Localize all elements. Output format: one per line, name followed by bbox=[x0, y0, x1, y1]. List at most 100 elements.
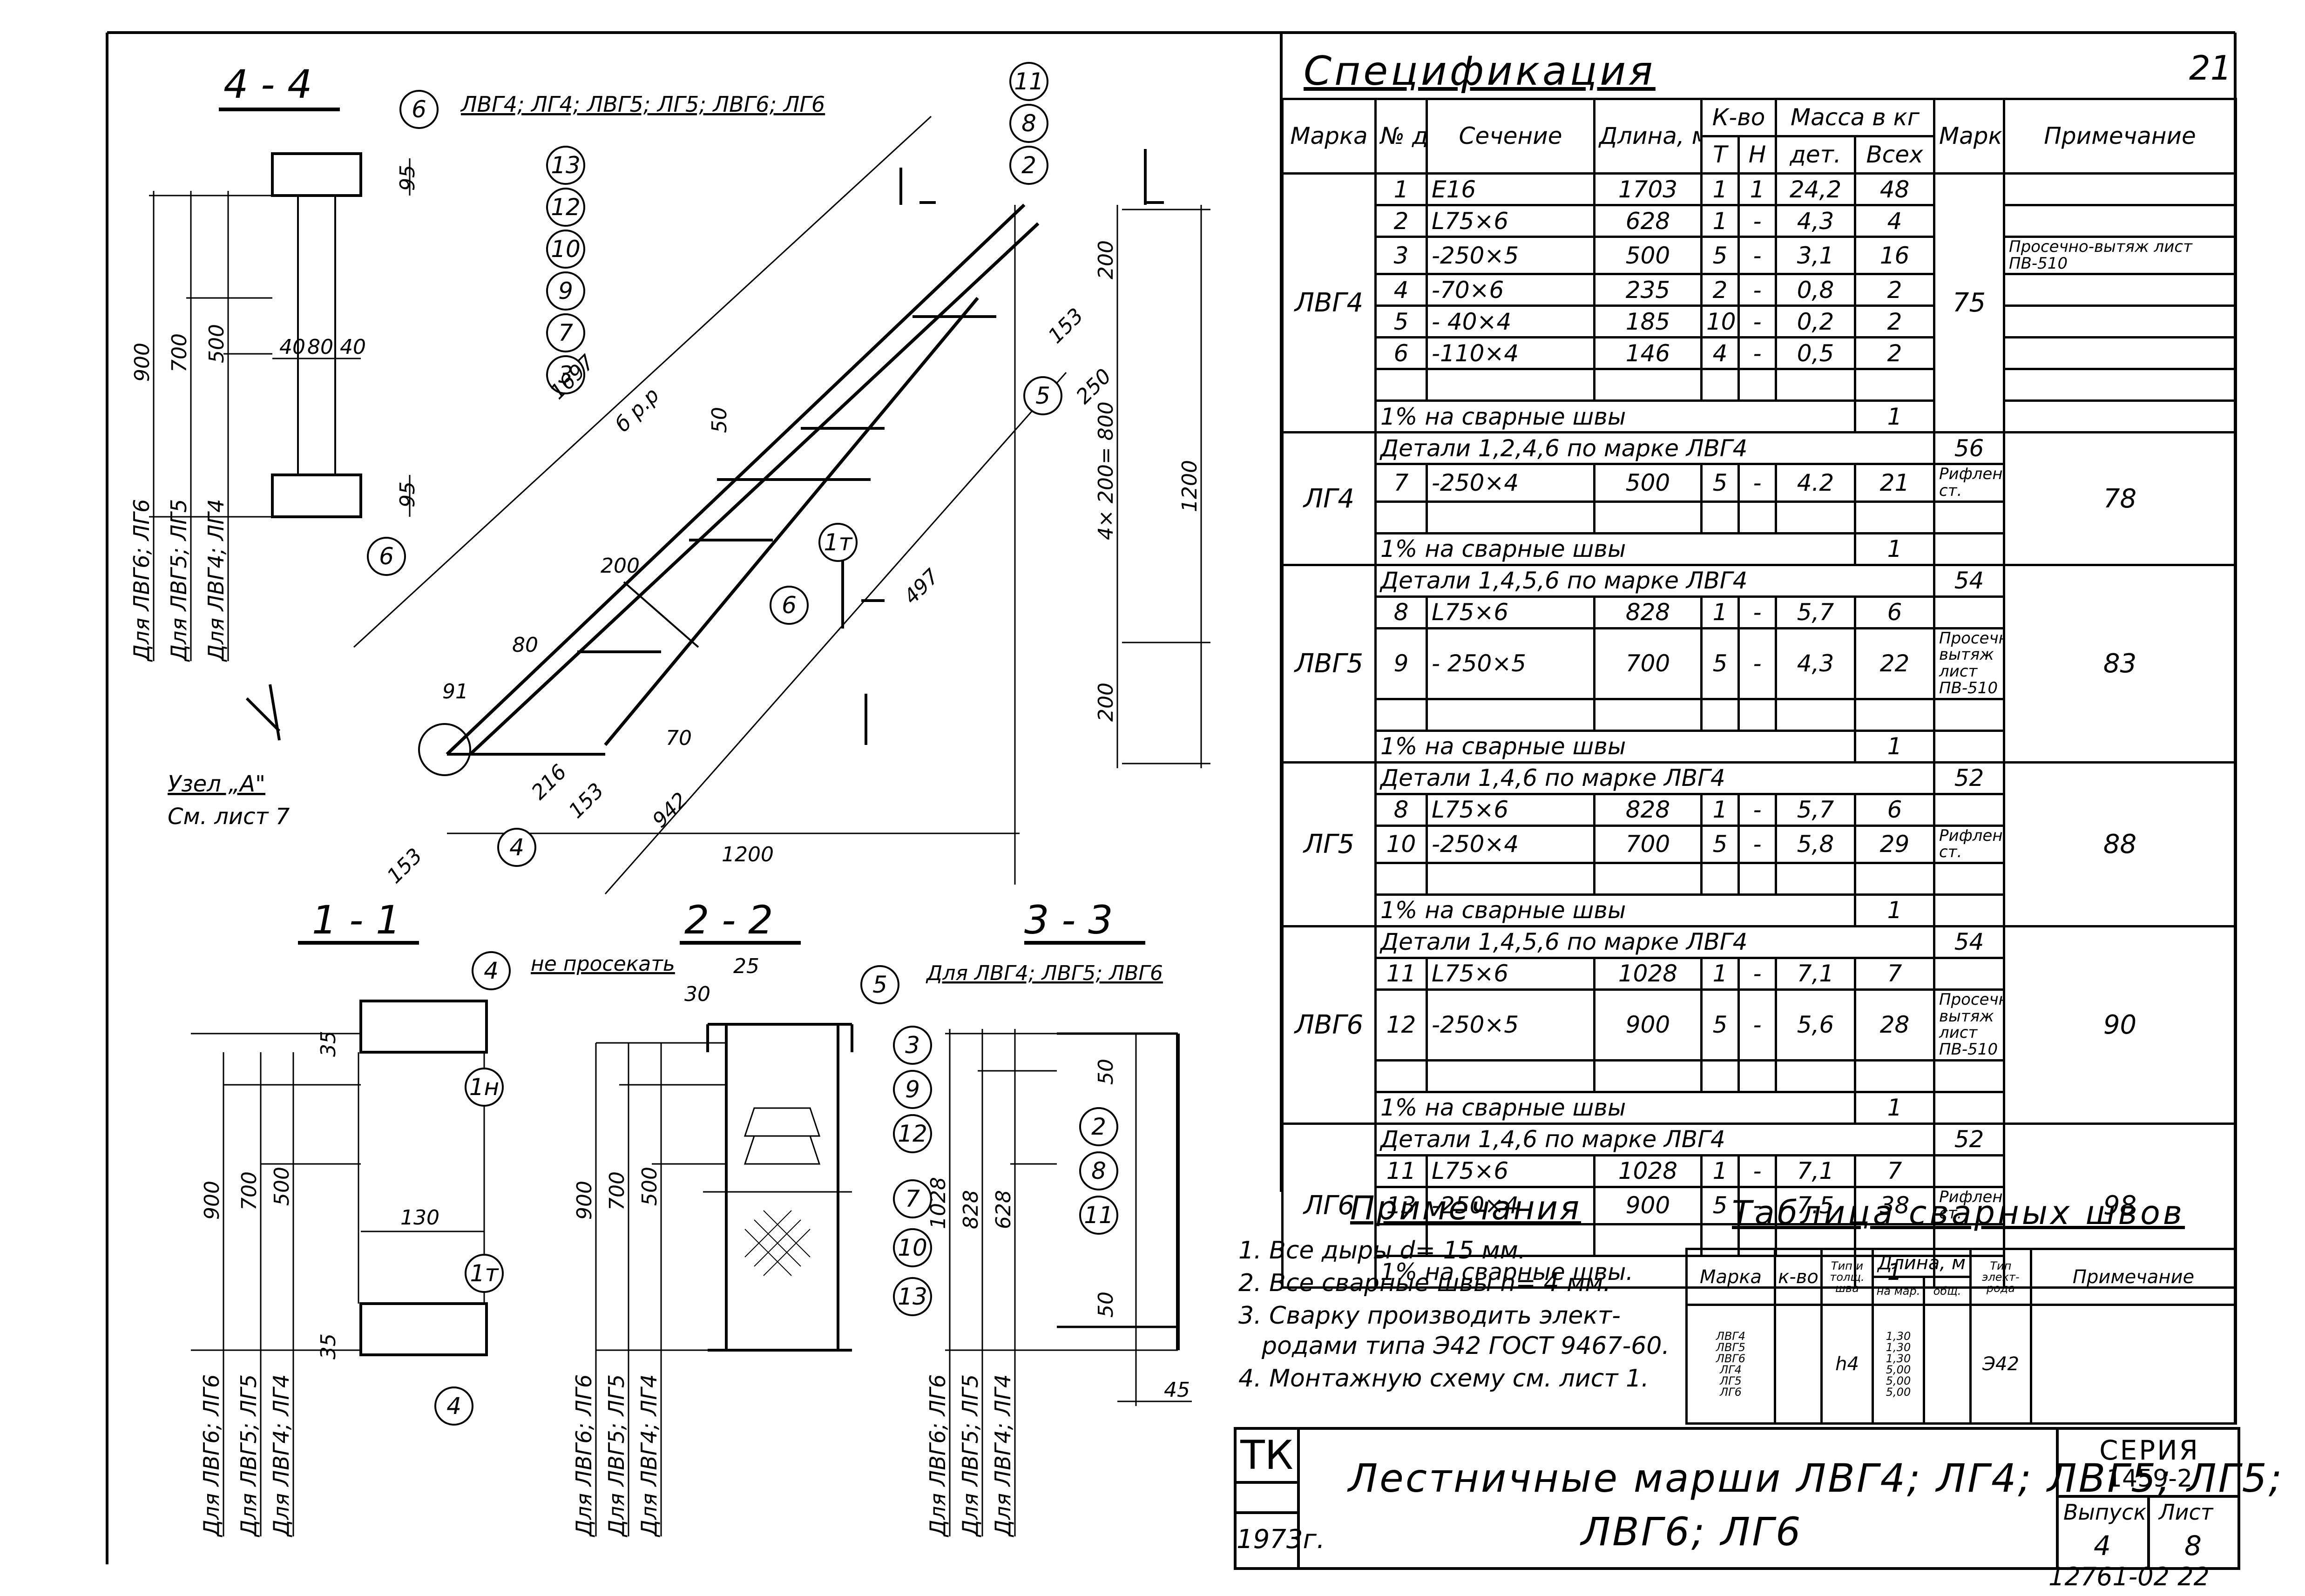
spec-section: L75×6 bbox=[1426, 204, 1595, 238]
spec-mark-total: 90 bbox=[2003, 925, 2237, 1125]
spec-empty bbox=[1737, 697, 1778, 732]
spec-note bbox=[2003, 172, 2237, 206]
dim-500-11: 500 bbox=[270, 1167, 294, 1206]
spec-mark: ЛВГ4 bbox=[1281, 172, 1377, 434]
for-lvg4-33: Для ЛВГ4; ЛГ4 bbox=[990, 1374, 1015, 1537]
spec-note bbox=[1933, 697, 2006, 732]
spec-length: 235 bbox=[1593, 273, 1703, 307]
org-code: ТК bbox=[1237, 1430, 1300, 1484]
title-block: ТК 1973г. Лестничные марши ЛВГ4; ЛГ4; ЛВ… bbox=[1234, 1427, 2282, 1570]
spec-mass-all: 38 bbox=[1854, 1185, 1936, 1226]
spec-detail-ref: Детали 1,4,5,6 по марке ЛВГ4 bbox=[1374, 925, 1936, 959]
spec-note bbox=[1933, 595, 2006, 629]
spec-note: Просечно-вытяж лист ПВ-510 bbox=[1933, 627, 2006, 700]
spec-note bbox=[1933, 861, 2006, 896]
hdr-qty: К-во bbox=[1700, 98, 1778, 137]
callout-1n: 1н bbox=[469, 1074, 500, 1101]
spec-qty-n: - bbox=[1737, 956, 1778, 991]
spec-no: 11 bbox=[1374, 1154, 1428, 1188]
dim-500-44: 500 bbox=[205, 324, 229, 363]
callout-2: 2 bbox=[1021, 152, 1036, 179]
spec-note bbox=[2003, 399, 2237, 434]
spec-note: Рифлен. ст. bbox=[1933, 1185, 2006, 1226]
spec-mass-det: 0,5 bbox=[1775, 336, 1857, 371]
weld-note bbox=[2030, 1304, 2237, 1425]
spec-row bbox=[1283, 368, 2237, 402]
spec-detail-mass: 56 bbox=[1933, 431, 2006, 466]
dim-700-22: 700 bbox=[605, 1171, 629, 1211]
spec-detail-mass: 54 bbox=[1933, 563, 2006, 598]
issue-label: Выпуск bbox=[2063, 1500, 2147, 1525]
dim-bpp: б р.р bbox=[611, 383, 664, 437]
spec-mass-det: 7,1 bbox=[1775, 956, 1857, 991]
spec-section: -110×4 bbox=[1426, 336, 1595, 371]
dim-628: 628 bbox=[992, 1190, 1015, 1229]
callout-13b: 13 bbox=[898, 1283, 927, 1310]
spec-mark-total: 75 bbox=[1933, 172, 2006, 434]
weld-hdr-type: Тип и толщ. шва bbox=[1820, 1248, 1874, 1306]
spec-no: 6 bbox=[1374, 336, 1428, 371]
callout-8: 8 bbox=[1021, 110, 1036, 137]
dim-900-44: 900 bbox=[130, 343, 154, 382]
callout-8b: 8 bbox=[1091, 1157, 1106, 1184]
spec-qty-t: 5 bbox=[1700, 824, 1740, 864]
for-lvg4-44: Для ЛВГ4; ЛГ4 bbox=[203, 499, 229, 662]
callout-4: 4 bbox=[509, 834, 524, 861]
dim-130: 130 bbox=[400, 1206, 439, 1230]
spec-empty bbox=[1700, 1059, 1740, 1093]
spec-note bbox=[1933, 532, 2006, 566]
dim-45: 45 bbox=[1164, 1378, 1190, 1402]
spec-empty bbox=[1854, 1059, 1936, 1093]
spec-length: 628 bbox=[1593, 204, 1703, 238]
spec-empty bbox=[1700, 500, 1740, 534]
callout-10: 10 bbox=[551, 236, 581, 263]
spec-no: 2 bbox=[1374, 204, 1428, 238]
spec-qty-t: 5 bbox=[1700, 463, 1740, 503]
spec-section: -250×4 bbox=[1426, 463, 1595, 503]
dim-80: 80 bbox=[307, 335, 333, 359]
spec-qty-t: 1 bbox=[1700, 204, 1740, 238]
spec-empty bbox=[1374, 500, 1428, 534]
spec-weld-mass: 1 bbox=[1854, 532, 1936, 566]
spec-mark-total: 83 bbox=[2003, 563, 2237, 764]
callout-1t: 1т bbox=[824, 529, 853, 556]
spec-empty bbox=[1775, 1059, 1857, 1093]
spec-mass-det: 4,3 bbox=[1775, 627, 1857, 700]
weld-type: h4 bbox=[1820, 1304, 1874, 1425]
note-item: 3. Сварку производить элект- bbox=[1238, 1302, 1621, 1330]
spec-length: 500 bbox=[1593, 235, 1703, 276]
spec-qty-n: - bbox=[1737, 1154, 1778, 1188]
year: 1973г. bbox=[1237, 1511, 1325, 1570]
spec-detail-ref: Детали 1,4,6 по марке ЛВГ4 bbox=[1374, 1122, 1936, 1156]
spec-empty bbox=[1737, 861, 1778, 896]
spec-mass-all: 7 bbox=[1854, 1154, 1936, 1188]
spec-empty bbox=[1374, 697, 1428, 732]
weld-table-title: Таблица сварных швов bbox=[1732, 1194, 2185, 1232]
spec-mass-all: 6 bbox=[1854, 792, 1936, 827]
series-number: 1459-2 bbox=[2106, 1465, 2193, 1493]
spec-qty-t: 5 bbox=[1700, 1185, 1740, 1226]
section-4-4-title: 4 - 4 bbox=[223, 61, 312, 107]
spec-qty-n: - bbox=[1737, 595, 1778, 629]
spec-mark-total: 88 bbox=[2003, 761, 2237, 927]
spec-mass-all: 2 bbox=[1854, 304, 1936, 339]
spec-qty-n: - bbox=[1737, 1185, 1778, 1226]
spec-no: 3 bbox=[1374, 235, 1428, 276]
spec-qty-t: 2 bbox=[1700, 273, 1740, 307]
spec-no: 9 bbox=[1374, 627, 1428, 700]
spec-qty-t: 4 bbox=[1700, 336, 1740, 371]
spec-note: Просечно-вытяж лист ПВ-510 bbox=[2003, 235, 2237, 276]
spec-weld: 1% на сварные швы bbox=[1374, 729, 1857, 764]
spec-mass-all: 2 bbox=[1854, 336, 1936, 371]
spec-note bbox=[2003, 204, 2237, 238]
spec-detail-mass: 52 bbox=[1933, 1122, 2006, 1156]
spec-row bbox=[1283, 1059, 2236, 1093]
spec-empty bbox=[1700, 697, 1740, 732]
